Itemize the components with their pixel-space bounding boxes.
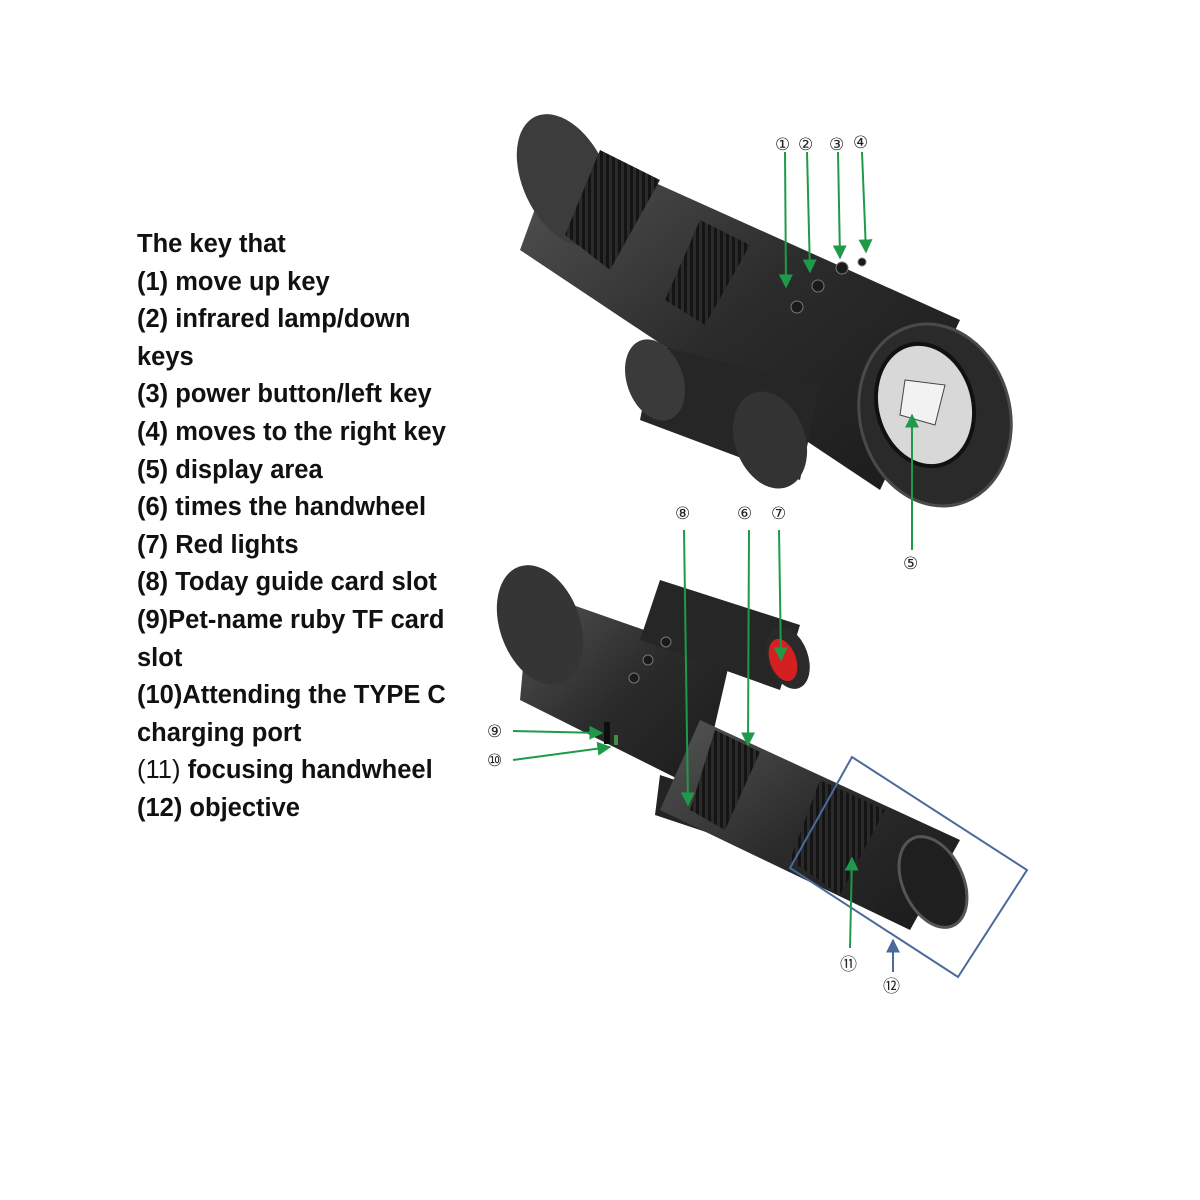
- callout-11: ⑪: [840, 955, 857, 975]
- bottom-button-2: [642, 654, 654, 666]
- callout-4: ④: [853, 133, 868, 153]
- arrow-1: [778, 151, 793, 289]
- legend-item-10-cont: charging port: [137, 718, 302, 747]
- legend-item-11: (11) focusing handwheel: [137, 752, 487, 790]
- top-knurl-ring-1: [565, 150, 660, 270]
- bottom-button-1: [628, 672, 640, 684]
- legend-item-9: (9)Pet-name ruby TF card: [137, 605, 445, 634]
- legend-item-11-text: focusing handwheel: [187, 756, 433, 785]
- legend-item-11-prefix: (11): [137, 756, 181, 785]
- top-knurl-ring-2: [665, 220, 750, 325]
- callout-6: ⑥: [737, 504, 752, 524]
- legend-item-1: (1) move up key: [137, 267, 330, 296]
- legend: The key that (1) move up key (2) infrare…: [137, 226, 487, 828]
- legend-item-6: (6) times the handwheel: [137, 493, 427, 522]
- legend-item-4: (4) moves to the right key: [137, 417, 446, 446]
- bottom-side-tube: [640, 580, 800, 690]
- arrow-10: [512, 741, 612, 761]
- callout-10: ⑩: [487, 751, 502, 771]
- focusing-handwheel: [790, 780, 885, 895]
- callout-2: ②: [798, 135, 813, 155]
- arrow-6: [741, 529, 756, 747]
- legend-item-10: (10)Attending the TYPE C: [137, 681, 446, 710]
- arrow-3: [832, 151, 847, 260]
- bottom-button-3: [660, 636, 672, 648]
- callout-8: ⑧: [675, 504, 690, 524]
- objective-highlight-box: [788, 755, 1029, 979]
- objective-lens-end: [897, 835, 969, 929]
- legend-title: The key that: [137, 230, 286, 258]
- legend-item-7: (7) Red lights: [137, 530, 299, 559]
- legend-item-2-cont: keys: [137, 342, 194, 371]
- top-side-tube-end: [732, 391, 808, 489]
- legend-item-2: (2) infrared lamp/down: [137, 305, 411, 334]
- arrow-11: [844, 856, 859, 949]
- legend-item-8: (8) Today guide card slot: [137, 568, 437, 597]
- callout-3: ③: [829, 135, 844, 155]
- bottom-eyepiece-end: [496, 565, 584, 685]
- legend-item-3: (3) power button/left key: [137, 380, 432, 409]
- legend-item-12: (12) objective: [137, 793, 300, 822]
- type-c-port: [614, 735, 618, 745]
- top-monocular: [516, 114, 1013, 508]
- tf-card-slot: [604, 722, 610, 744]
- callout-9: ⑨: [487, 722, 502, 742]
- arrow-7: [773, 529, 788, 662]
- arrow-4: [858, 151, 873, 254]
- times-handwheel: [690, 730, 760, 830]
- top-button-4: [857, 257, 867, 267]
- top-button-3: [835, 261, 849, 275]
- legend-item-5: (5) display area: [137, 455, 323, 484]
- top-button-1: [790, 300, 804, 314]
- legend-item-9-cont: slot: [137, 643, 183, 672]
- arrow-9: [512, 725, 604, 740]
- top-side-tube-cap: [625, 339, 685, 421]
- bottom-monocular: [496, 565, 1029, 979]
- callout-5: ⑤: [903, 554, 918, 574]
- top-button-2: [811, 279, 825, 293]
- callout-1: ①: [775, 135, 790, 155]
- callout-arrows: [512, 151, 919, 949]
- arrow-8: [680, 529, 695, 807]
- callout-12: ⑫: [883, 977, 900, 997]
- arrow-2: [802, 151, 817, 274]
- callout-7: ⑦: [771, 504, 786, 524]
